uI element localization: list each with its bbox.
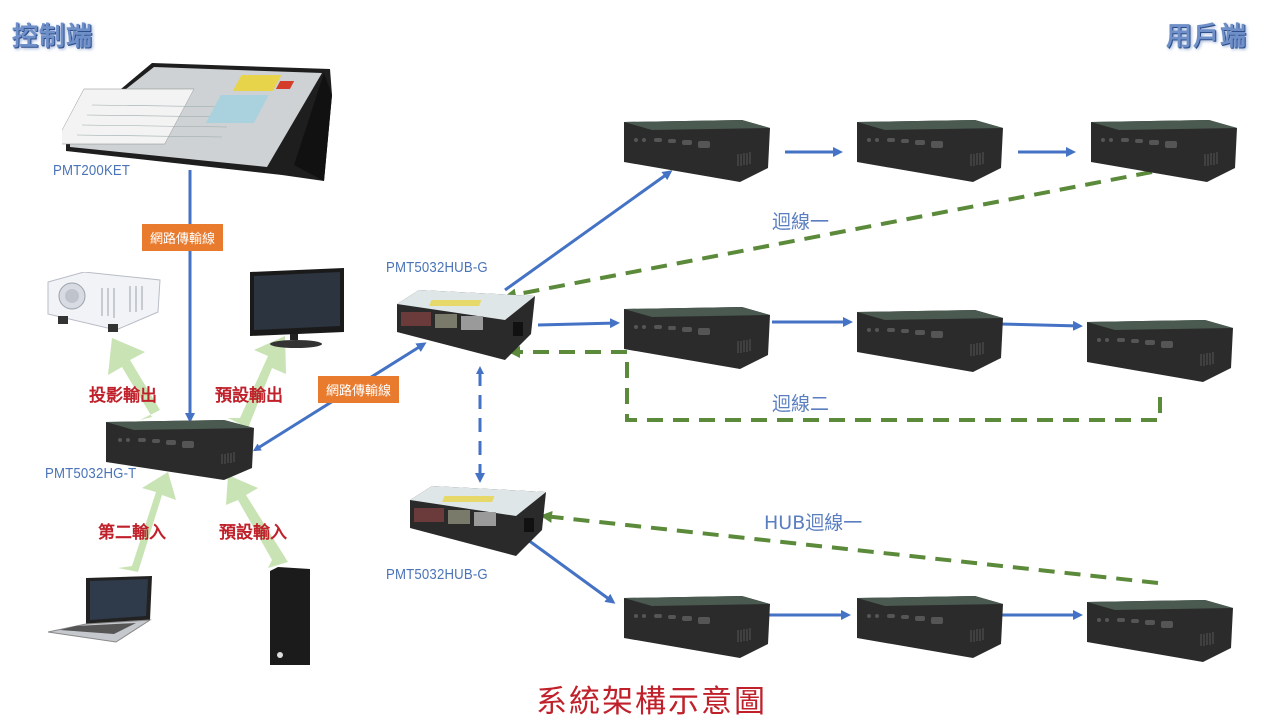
keyboard-model-label: PMT200KET bbox=[53, 162, 131, 179]
hub-bottom-model-label: PMT5032HUB-G bbox=[386, 566, 488, 583]
desktop-tower-image bbox=[268, 567, 312, 669]
receiver-unit-image bbox=[622, 305, 772, 371]
user-side-title: 用戶端 bbox=[1166, 22, 1248, 52]
transmitter-model-label: PMT5032HG-T bbox=[45, 465, 137, 482]
hub2-to-row3-line bbox=[527, 538, 616, 604]
hub-top-model-label: PMT5032HUB-G bbox=[386, 259, 488, 276]
default-input-arrow bbox=[226, 475, 288, 568]
loop-1-label: 迴線一 bbox=[772, 211, 830, 233]
laptop-image bbox=[46, 576, 154, 646]
diagram-caption: 系統架構示意圖 bbox=[536, 684, 767, 720]
row2-link-2 bbox=[999, 320, 1083, 331]
receiver-unit-image bbox=[855, 118, 1005, 184]
default-input-label: 預設輸入 bbox=[219, 523, 287, 543]
hub-to-row2-line bbox=[537, 318, 620, 329]
receiver-unit-image bbox=[855, 308, 1005, 374]
keyboard-controller-image bbox=[54, 55, 334, 185]
hub-bottom-image bbox=[408, 486, 548, 558]
hub-loop-1-label: HUB迴線一 bbox=[764, 512, 863, 534]
control-side-title: 控制端 bbox=[12, 22, 94, 52]
second-input-arrow bbox=[118, 472, 176, 572]
receiver-unit-image bbox=[1085, 318, 1235, 384]
network-cable-tag-2: 網路傳輸線 bbox=[318, 376, 400, 403]
receiver-unit-image bbox=[622, 594, 772, 660]
receiver-unit-image bbox=[622, 118, 772, 184]
projector-output-arrow bbox=[108, 338, 160, 420]
receiver-unit-image bbox=[855, 594, 1005, 660]
loop-1-line bbox=[504, 170, 1153, 301]
hub-to-row1-line bbox=[504, 170, 673, 292]
network-cable-tag-1: 網路傳輸線 bbox=[142, 224, 224, 251]
transmitter-image bbox=[104, 418, 256, 482]
hub-top-image bbox=[395, 290, 537, 362]
loop-2-label: 迴線二 bbox=[772, 393, 830, 415]
receiver-unit-image bbox=[1089, 118, 1239, 184]
projector-output-label: 投影輸出 bbox=[89, 386, 157, 406]
projector-image bbox=[44, 271, 162, 334]
second-input-label: 第二輸入 bbox=[98, 523, 166, 543]
monitor-image bbox=[246, 268, 348, 350]
default-output-label: 預設輸出 bbox=[215, 386, 283, 406]
receiver-unit-image bbox=[1085, 598, 1235, 664]
loop-2-line bbox=[508, 346, 1162, 422]
